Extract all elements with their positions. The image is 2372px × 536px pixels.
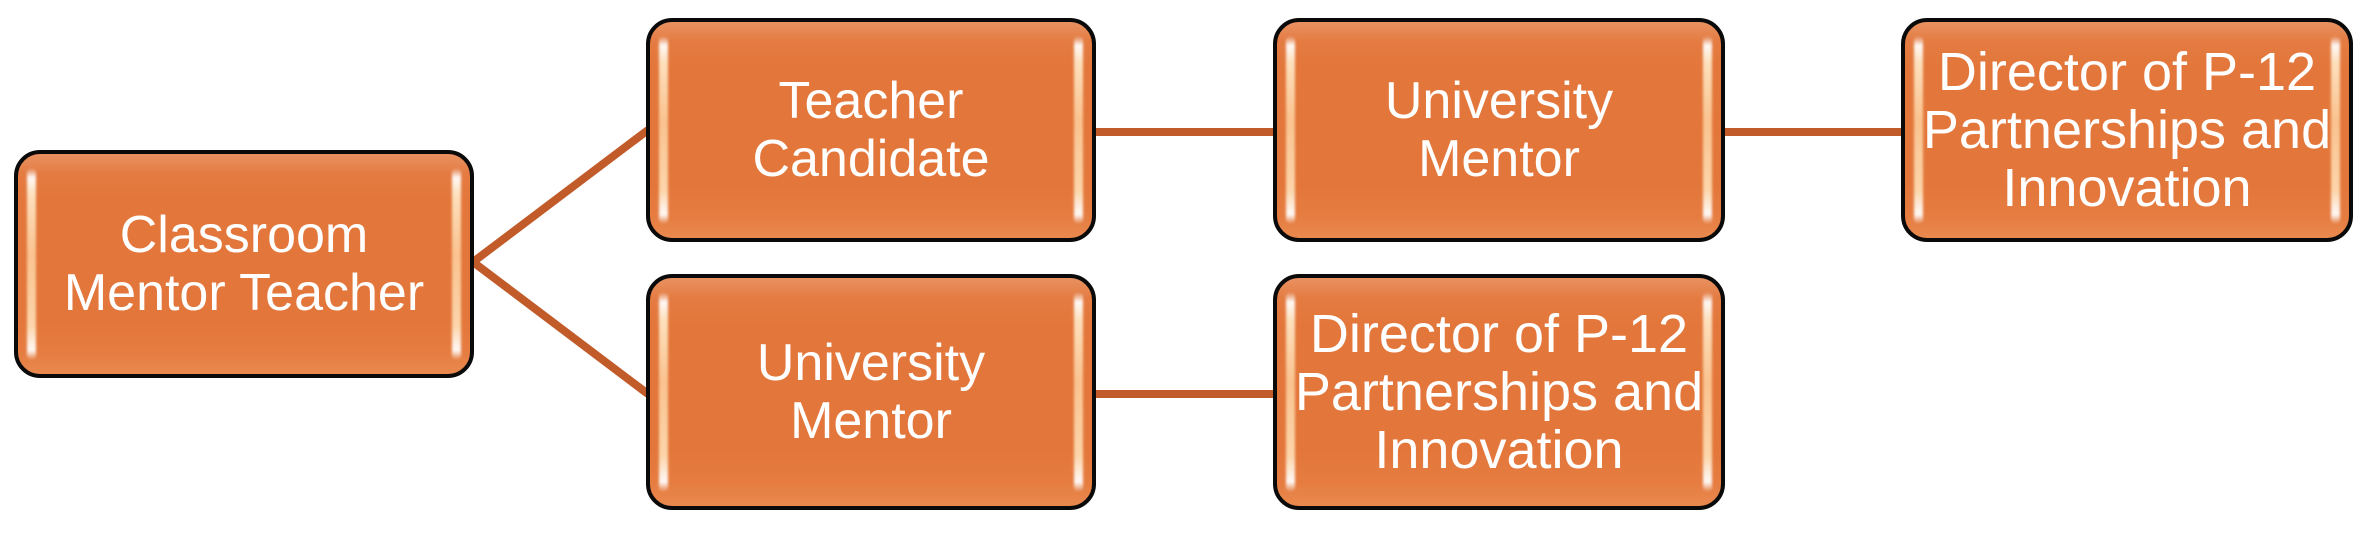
node-university-mentor-bottom[interactable]: University Mentor [646,274,1096,510]
node-director-p12-bottom[interactable]: Director of P-12 Partnerships and Innova… [1273,274,1725,510]
highlight-bar-right-icon [452,168,461,360]
edge-classroom-to-teacher-candidate [470,126,651,266]
node-label: Director of P-12 Partnerships and Innova… [1294,303,1704,481]
highlight-bar-right-icon [1074,292,1083,492]
highlight-bar-left-icon [27,168,36,360]
highlight-bar-left-icon [659,292,668,492]
edge-classroom-to-university-mentor-bottom [470,258,651,398]
node-label: Teacher Candidate [752,71,990,188]
node-label: Classroom Mentor Teacher [63,205,425,322]
highlight-bar-right-icon [1074,36,1083,224]
node-teacher-candidate[interactable]: Teacher Candidate [646,18,1096,242]
node-label: Director of P-12 Partnerships and Innova… [1922,41,2332,219]
node-university-mentor-top[interactable]: University Mentor [1273,18,1725,242]
highlight-bar-left-icon [1286,36,1295,224]
node-director-p12-top[interactable]: Director of P-12 Partnerships and Innova… [1901,18,2353,242]
highlight-bar-left-icon [659,36,668,224]
node-label: University Mentor [1384,71,1614,188]
highlight-bar-right-icon [1703,36,1712,224]
node-label: University Mentor [756,333,986,450]
node-classroom-mentor-teacher[interactable]: Classroom Mentor Teacher [14,150,474,378]
